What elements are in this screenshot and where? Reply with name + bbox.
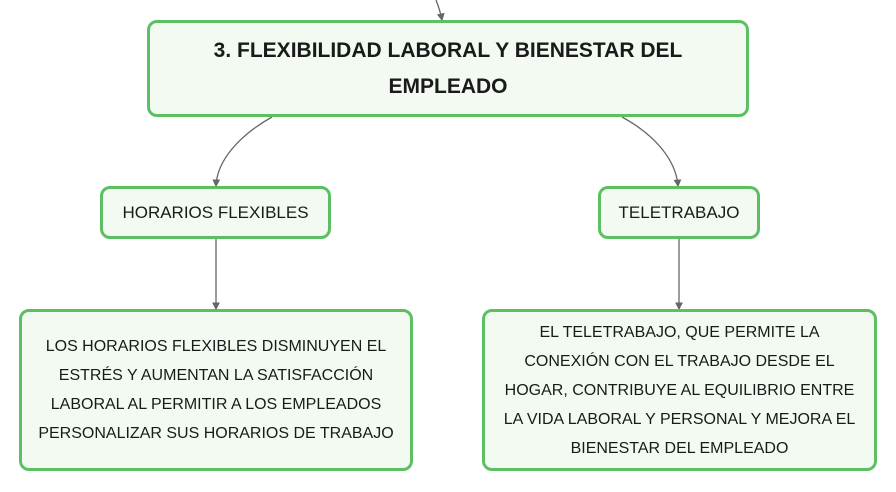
connector-root-to-horarios — [212, 116, 273, 188]
connector-parent-to-root — [435, 0, 445, 22]
horarios-flexibles-node[interactable]: HORARIOS FLEXIBLES — [100, 186, 331, 239]
horarios-flexibles-detail-text: LOS HORARIOS FLEXIBLES DISMINUYEN EL EST… — [38, 338, 394, 442]
teletrabajo-label: TELETRABAJO — [618, 202, 740, 222]
horarios-flexibles-label: HORARIOS FLEXIBLES — [122, 202, 309, 222]
root-topic-node[interactable]: 3. FLEXIBILIDAD LABORAL Y BIENESTAR DEL … — [147, 20, 749, 117]
teletrabajo-detail-text: EL TELETRABAJO, QUE PERMITE LA CONEXIÓN … — [503, 323, 856, 457]
connector-root-to-teletrabajo — [621, 116, 682, 188]
teletrabajo-node[interactable]: TELETRABAJO — [598, 186, 760, 239]
horarios-flexibles-detail-node[interactable]: LOS HORARIOS FLEXIBLES DISMINUYEN EL EST… — [19, 309, 413, 471]
teletrabajo-detail-node[interactable]: EL TELETRABAJO, QUE PERMITE LA CONEXIÓN … — [482, 309, 877, 471]
root-topic-title: 3. FLEXIBILIDAD LABORAL Y BIENESTAR DEL … — [213, 38, 683, 98]
